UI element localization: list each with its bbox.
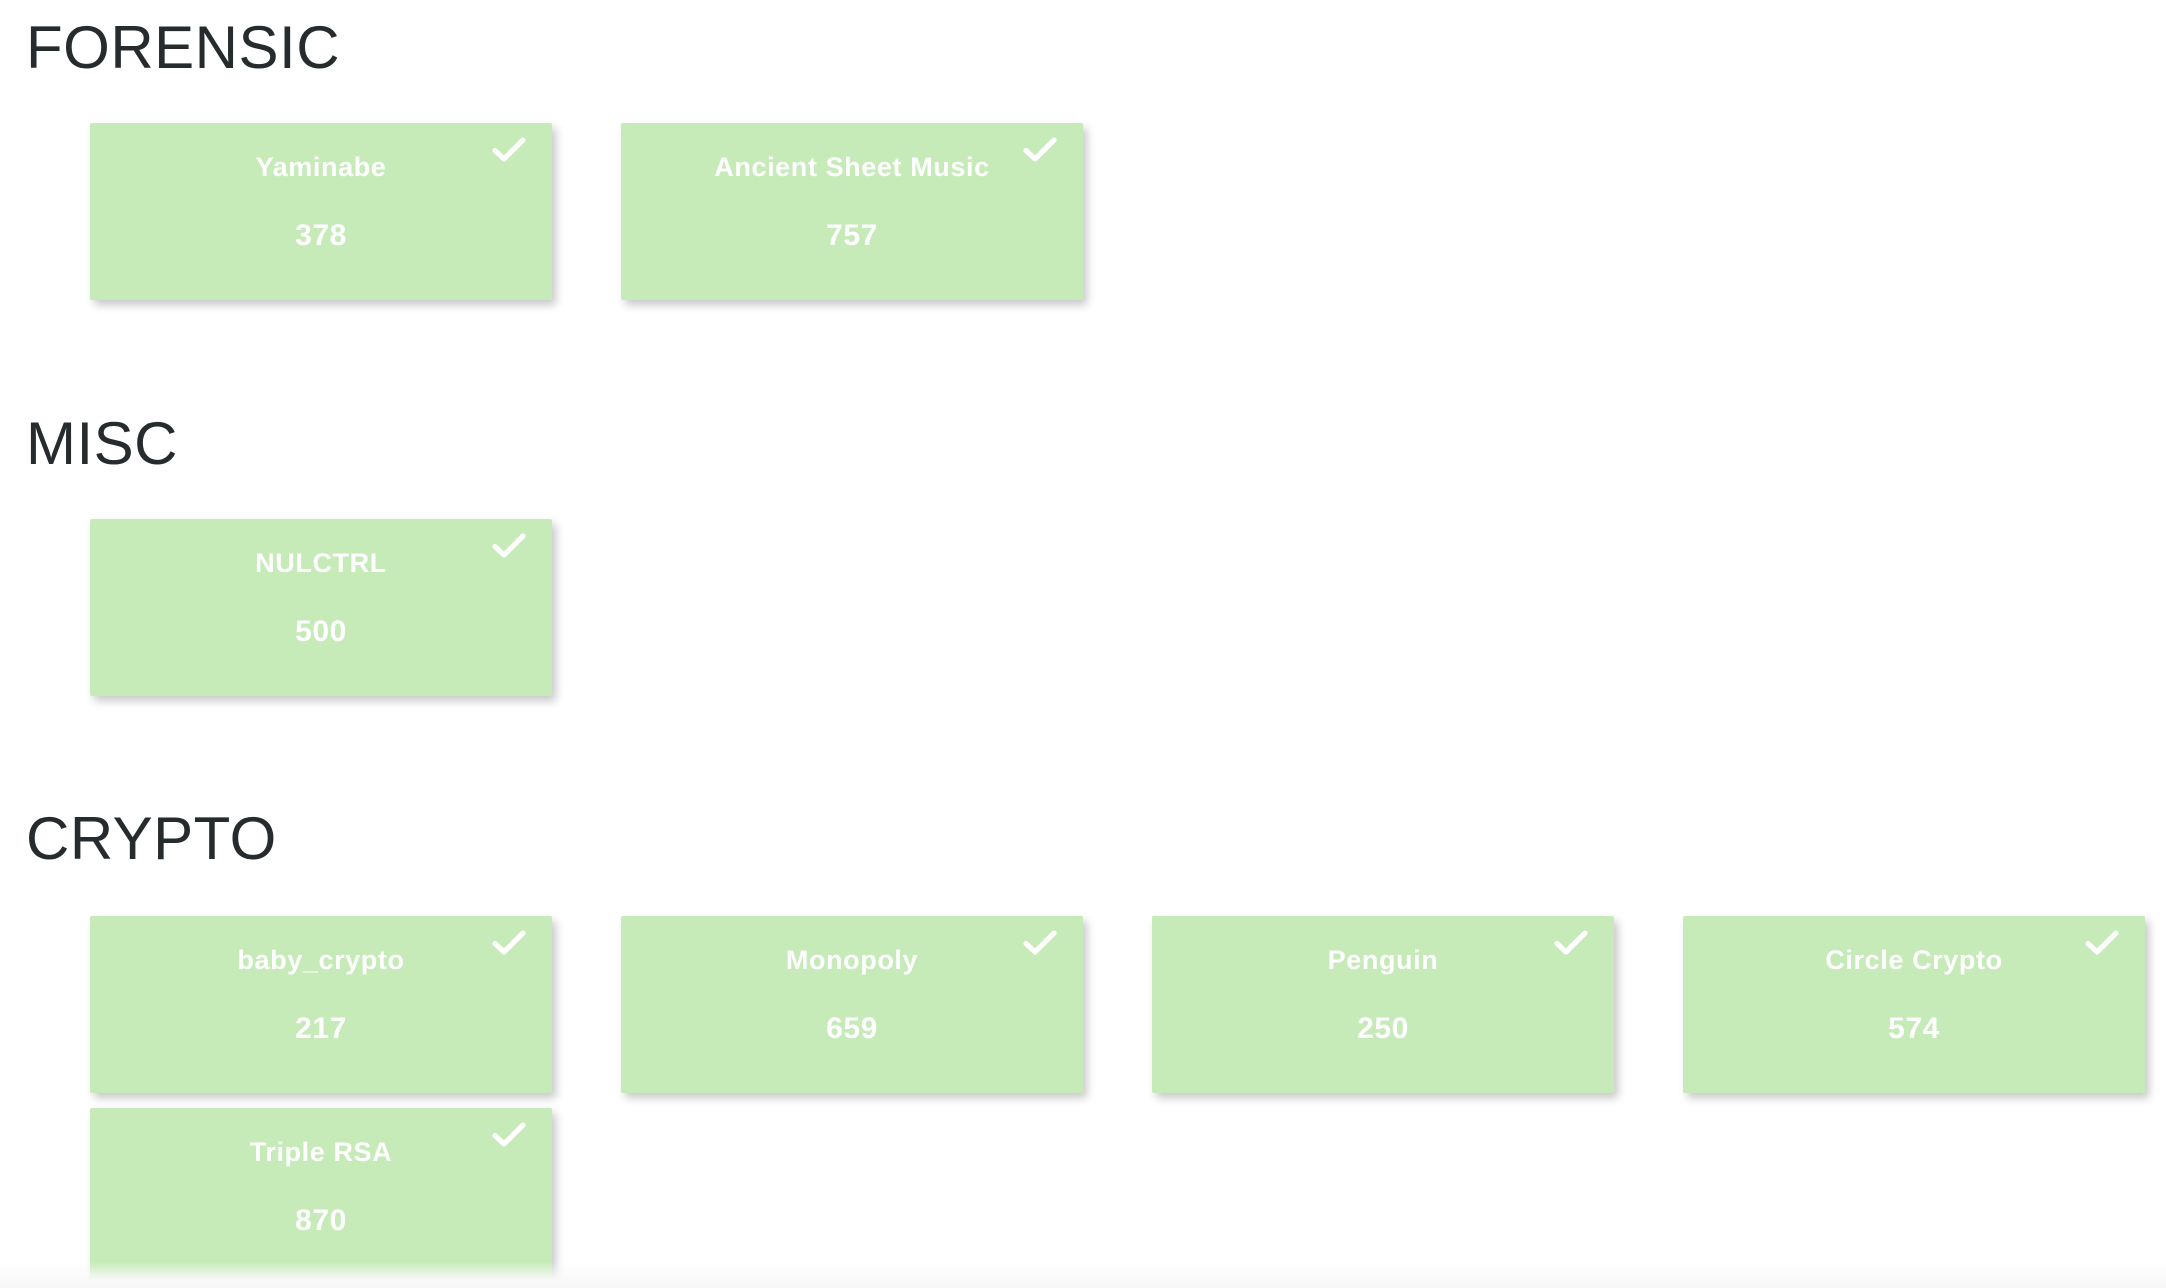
challenge-points: 500 — [295, 615, 347, 648]
challenge-card[interactable]: Yaminabe 378 — [90, 123, 552, 300]
challenge-points: 574 — [1888, 1012, 1940, 1045]
section-title-misc: MISC — [26, 410, 178, 477]
section-title-forensic: FORENSIC — [26, 14, 341, 81]
challenge-card[interactable]: Monopoly 659 — [621, 916, 1083, 1093]
check-icon — [492, 1122, 526, 1148]
challenge-points: 757 — [826, 219, 878, 252]
challenge-name: Monopoly — [785, 945, 919, 975]
challenge-name: Yaminabe — [255, 152, 387, 182]
challenge-card[interactable]: Triple RSA 870 — [90, 1108, 552, 1285]
card-grid-misc: NULCTRL 500 — [0, 519, 2166, 696]
challenge-name: Ancient Sheet Music — [714, 152, 990, 182]
check-icon — [492, 137, 526, 163]
section-forensic: FORENSIC Yaminabe 378 Ancient Sheet Musi… — [0, 0, 2166, 300]
check-icon — [1554, 930, 1588, 956]
section-crypto: CRYPTO baby_crypto 217 Monopoly 659 — [0, 696, 2166, 1285]
check-icon — [2085, 930, 2119, 956]
challenge-points: 870 — [295, 1204, 347, 1237]
section-title-crypto: CRYPTO — [26, 805, 277, 872]
check-icon — [1023, 930, 1057, 956]
challenge-name: Circle Crypto — [1825, 945, 2003, 975]
challenge-card[interactable]: NULCTRL 500 — [90, 519, 552, 696]
challenge-points: 378 — [295, 219, 347, 252]
check-icon — [1023, 137, 1057, 163]
card-grid-crypto: baby_crypto 217 Monopoly 659 Penguin 250 — [0, 916, 2166, 1285]
challenge-card[interactable]: Ancient Sheet Music 757 — [621, 123, 1083, 300]
check-icon — [492, 533, 526, 559]
check-icon — [492, 930, 526, 956]
challenge-points: 659 — [826, 1012, 878, 1045]
section-misc: MISC NULCTRL 500 — [0, 300, 2166, 696]
challenge-name: NULCTRL — [255, 548, 387, 578]
challenge-name: Triple RSA — [249, 1137, 393, 1167]
challenge-points: 217 — [295, 1012, 347, 1045]
challenge-card[interactable]: Penguin 250 — [1152, 916, 1614, 1093]
challenge-points: 250 — [1357, 1012, 1409, 1045]
challenge-card[interactable]: Circle Crypto 574 — [1683, 916, 2145, 1093]
card-grid-forensic: Yaminabe 378 Ancient Sheet Music 757 — [0, 123, 2166, 300]
challenge-name: baby_crypto — [237, 945, 405, 975]
challenge-card[interactable]: baby_crypto 217 — [90, 916, 552, 1093]
challenge-name: Penguin — [1327, 945, 1439, 975]
